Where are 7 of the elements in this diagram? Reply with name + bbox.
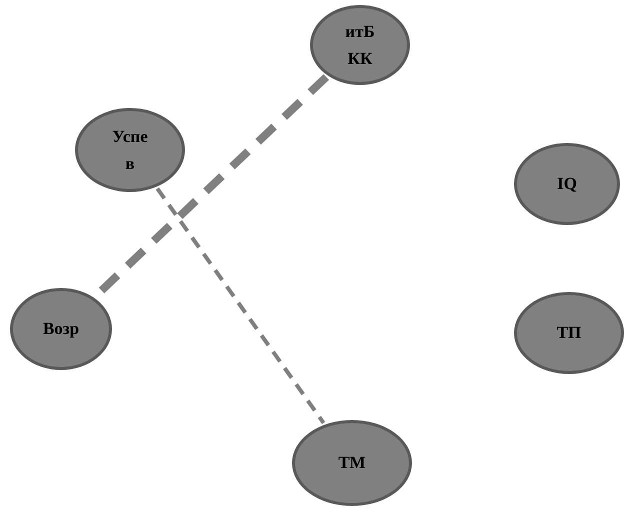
- node-label: итБ КК: [344, 20, 376, 70]
- node-label: ТМ: [337, 452, 367, 474]
- node-label: IQ: [556, 173, 578, 196]
- dashed-line: [156, 187, 326, 424]
- node-label: Успе в: [111, 126, 149, 175]
- node-label: Возр: [42, 318, 80, 340]
- node-label: ТП: [556, 322, 582, 344]
